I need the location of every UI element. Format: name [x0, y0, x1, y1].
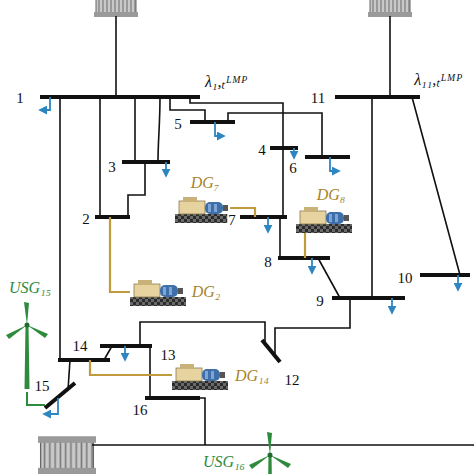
load-arrow: [293, 148, 295, 158]
bus-bar: [240, 215, 287, 219]
bus-bar: [420, 273, 470, 277]
price-label: λ₁₁,ₜᴸᴹᴾ: [413, 72, 463, 88]
transmission-line: [412, 97, 460, 275]
load-arrow: [330, 157, 339, 171]
bus-number: 1: [15, 91, 25, 106]
transmission-line: [99, 97, 101, 217]
transformer: [38, 436, 96, 474]
transmission-line: [279, 217, 281, 258]
transmission-line: [59, 97, 61, 360]
load-arrow: [457, 275, 459, 290]
bus-bar: [145, 396, 200, 400]
bus-number: 7: [227, 213, 237, 228]
bus-number: 3: [107, 160, 117, 175]
bus-bar: [122, 160, 170, 164]
transmission-line: [282, 148, 284, 217]
transmission-line: [104, 346, 112, 360]
transformer: [38, 0, 412, 474]
bus-number: 10: [397, 271, 414, 286]
transmission-line: [389, 16, 391, 97]
transmission-line: [149, 346, 151, 398]
generator-label: DG₈: [316, 187, 347, 203]
distributed-generator: [130, 280, 186, 306]
load-arrow: [215, 122, 224, 136]
bus-bar: [262, 340, 280, 362]
load-arrow: [40, 97, 50, 110]
bus-number: 5: [173, 117, 183, 132]
wind-label: USG₁₅: [8, 280, 52, 296]
load-arrow: [391, 298, 393, 313]
bus-bar: [95, 215, 130, 219]
transmission-line: [115, 16, 117, 97]
distributed-generator: [130, 197, 352, 390]
transmission-line: [371, 97, 373, 298]
transmission-line: [92, 444, 474, 446]
bus-bar: [58, 358, 110, 362]
bus-bar: [332, 296, 405, 300]
bus-number: 6: [288, 161, 298, 176]
price-label: λ₁,ₜᴸᴹᴾ: [204, 74, 248, 90]
load-arrow: [267, 217, 269, 232]
generator-label: DG₁₄: [234, 368, 270, 384]
bus-bar: [40, 97, 470, 408]
wind-generator: [27, 392, 45, 405]
transmission-line: [228, 113, 322, 157]
transmission-line: [134, 97, 136, 162]
transmission-line: [60, 16, 474, 445]
distributed-generator: [296, 207, 352, 233]
load-arrow: [124, 346, 126, 360]
bus-number: 15: [34, 379, 51, 394]
bus-number: 13: [160, 348, 177, 363]
bus-bar: [305, 155, 350, 159]
bus-bar: [100, 344, 152, 348]
wind-generator: [6, 302, 291, 474]
transformer: [94, 0, 138, 17]
generator-line: [304, 232, 306, 258]
transmission-line: [318, 258, 340, 298]
bus-number: 8: [263, 255, 273, 270]
transmission-line: [190, 97, 283, 148]
bus-bar: [335, 95, 420, 99]
load-arrow: [40, 97, 458, 414]
transmission-line: [158, 97, 160, 162]
transmission-line: [275, 298, 350, 356]
load-arrow: [165, 162, 167, 176]
generator-label: DG₇: [190, 175, 221, 191]
generator-label: DG₂: [191, 284, 222, 300]
bus-number: 9: [315, 294, 325, 309]
bus-number: 11: [310, 91, 326, 106]
bus-number: 16: [132, 403, 149, 418]
distributed-generator: [175, 197, 231, 223]
bus-bar: [190, 120, 235, 124]
wind-label: USG₁₆: [202, 454, 246, 470]
generator-line: [110, 217, 130, 292]
transmission-line: [190, 398, 205, 445]
generator-line: [90, 208, 305, 375]
bus-bar: [40, 95, 200, 99]
load-arrow: [311, 258, 313, 273]
transformer: [368, 0, 412, 17]
wind-generator: [249, 432, 291, 474]
distributed-generator: [172, 364, 228, 390]
bus-number: 14: [72, 339, 89, 354]
bus-number: 12: [284, 373, 301, 388]
transmission-line: [140, 322, 265, 346]
bus-number: 2: [81, 212, 91, 227]
bus-number: 4: [257, 143, 267, 158]
wind-generator: [6, 302, 48, 389]
load-arrow: [44, 398, 58, 414]
transmission-line: [128, 162, 145, 217]
